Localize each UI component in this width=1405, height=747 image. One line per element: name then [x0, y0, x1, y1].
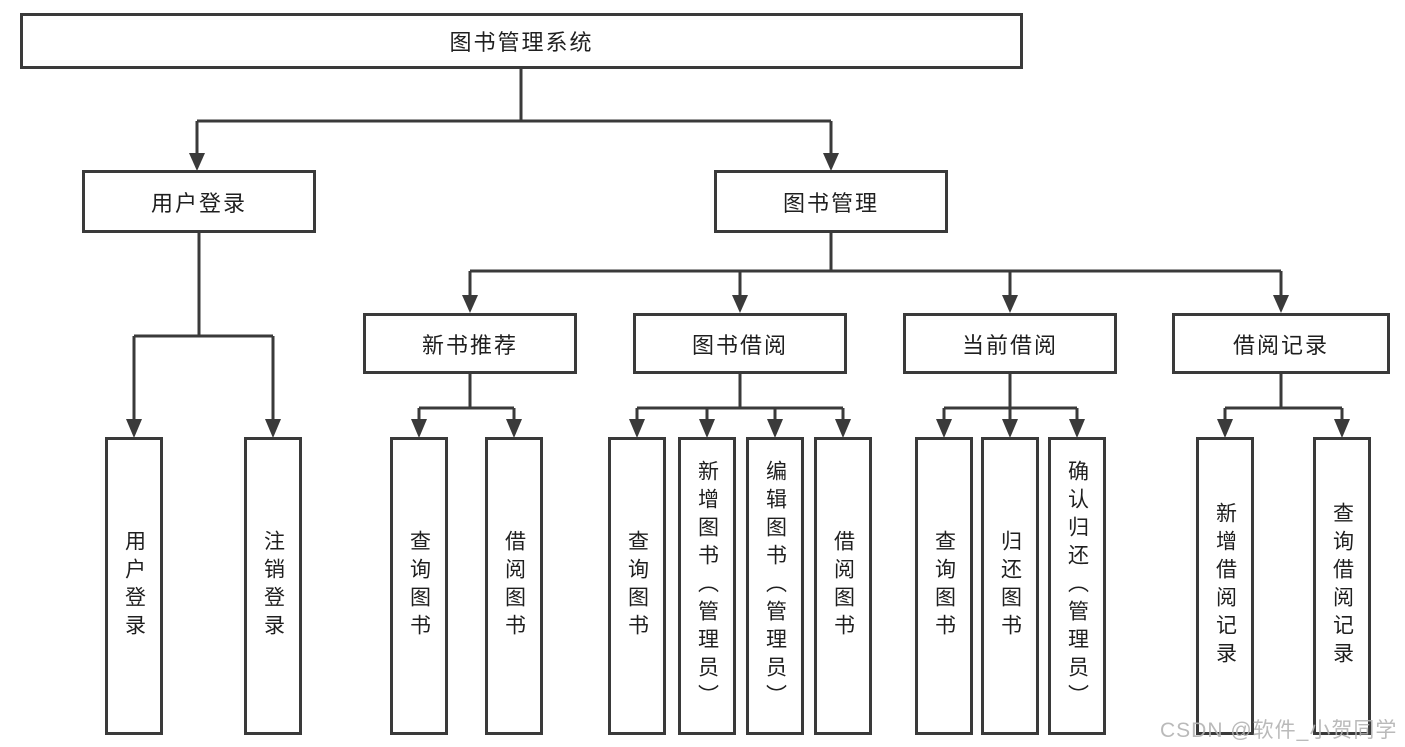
leaf-records-query-record: 查询借阅记录 [1313, 437, 1371, 735]
node-book-borrow-label: 图书借阅 [691, 332, 788, 358]
leaf-borrow-edit-books-admin: 编辑图书（管理员） [746, 437, 804, 735]
node-current-borrow: 当前借阅 [903, 313, 1117, 374]
node-new-book-recommend: 新书推荐 [363, 313, 577, 374]
node-current-borrow-label: 当前借阅 [961, 332, 1058, 358]
leaf-current-query-books: 查询图书 [915, 437, 973, 735]
leaf-borrow-add-books-admin: 新增图书（管理员） [678, 437, 736, 735]
node-user-login-label: 用户登录 [150, 190, 247, 216]
node-borrow-records: 借阅记录 [1172, 313, 1390, 374]
leaf-recommend-query-books: 查询图书 [390, 437, 448, 735]
node-book-management: 图书管理 [714, 170, 948, 233]
leaf-current-return-books: 归还图书 [981, 437, 1039, 735]
leaf-borrow-query-books: 查询图书 [608, 437, 666, 735]
node-user-login: 用户登录 [82, 170, 316, 233]
leaf-recommend-borrow-books: 借阅图书 [485, 437, 543, 735]
node-borrow-records-label: 借阅记录 [1232, 332, 1329, 358]
node-root-label: 图书管理系统 [449, 30, 594, 55]
node-book-borrow: 图书借阅 [633, 313, 847, 374]
leaf-logout: 注销登录 [244, 437, 302, 735]
csdn-watermark: CSDN @软件_小贺同学 [1160, 719, 1398, 742]
leaf-user-login: 用户登录 [105, 437, 163, 735]
node-root-system: 图书管理系统 [20, 13, 1023, 69]
leaf-current-confirm-return-admin: 确认归还（管理员） [1048, 437, 1106, 735]
leaf-borrow-borrow-books: 借阅图书 [814, 437, 872, 735]
node-new-book-recommend-label: 新书推荐 [421, 332, 518, 358]
leaf-records-add-record: 新增借阅记录 [1196, 437, 1254, 735]
node-book-management-label: 图书管理 [782, 190, 879, 216]
